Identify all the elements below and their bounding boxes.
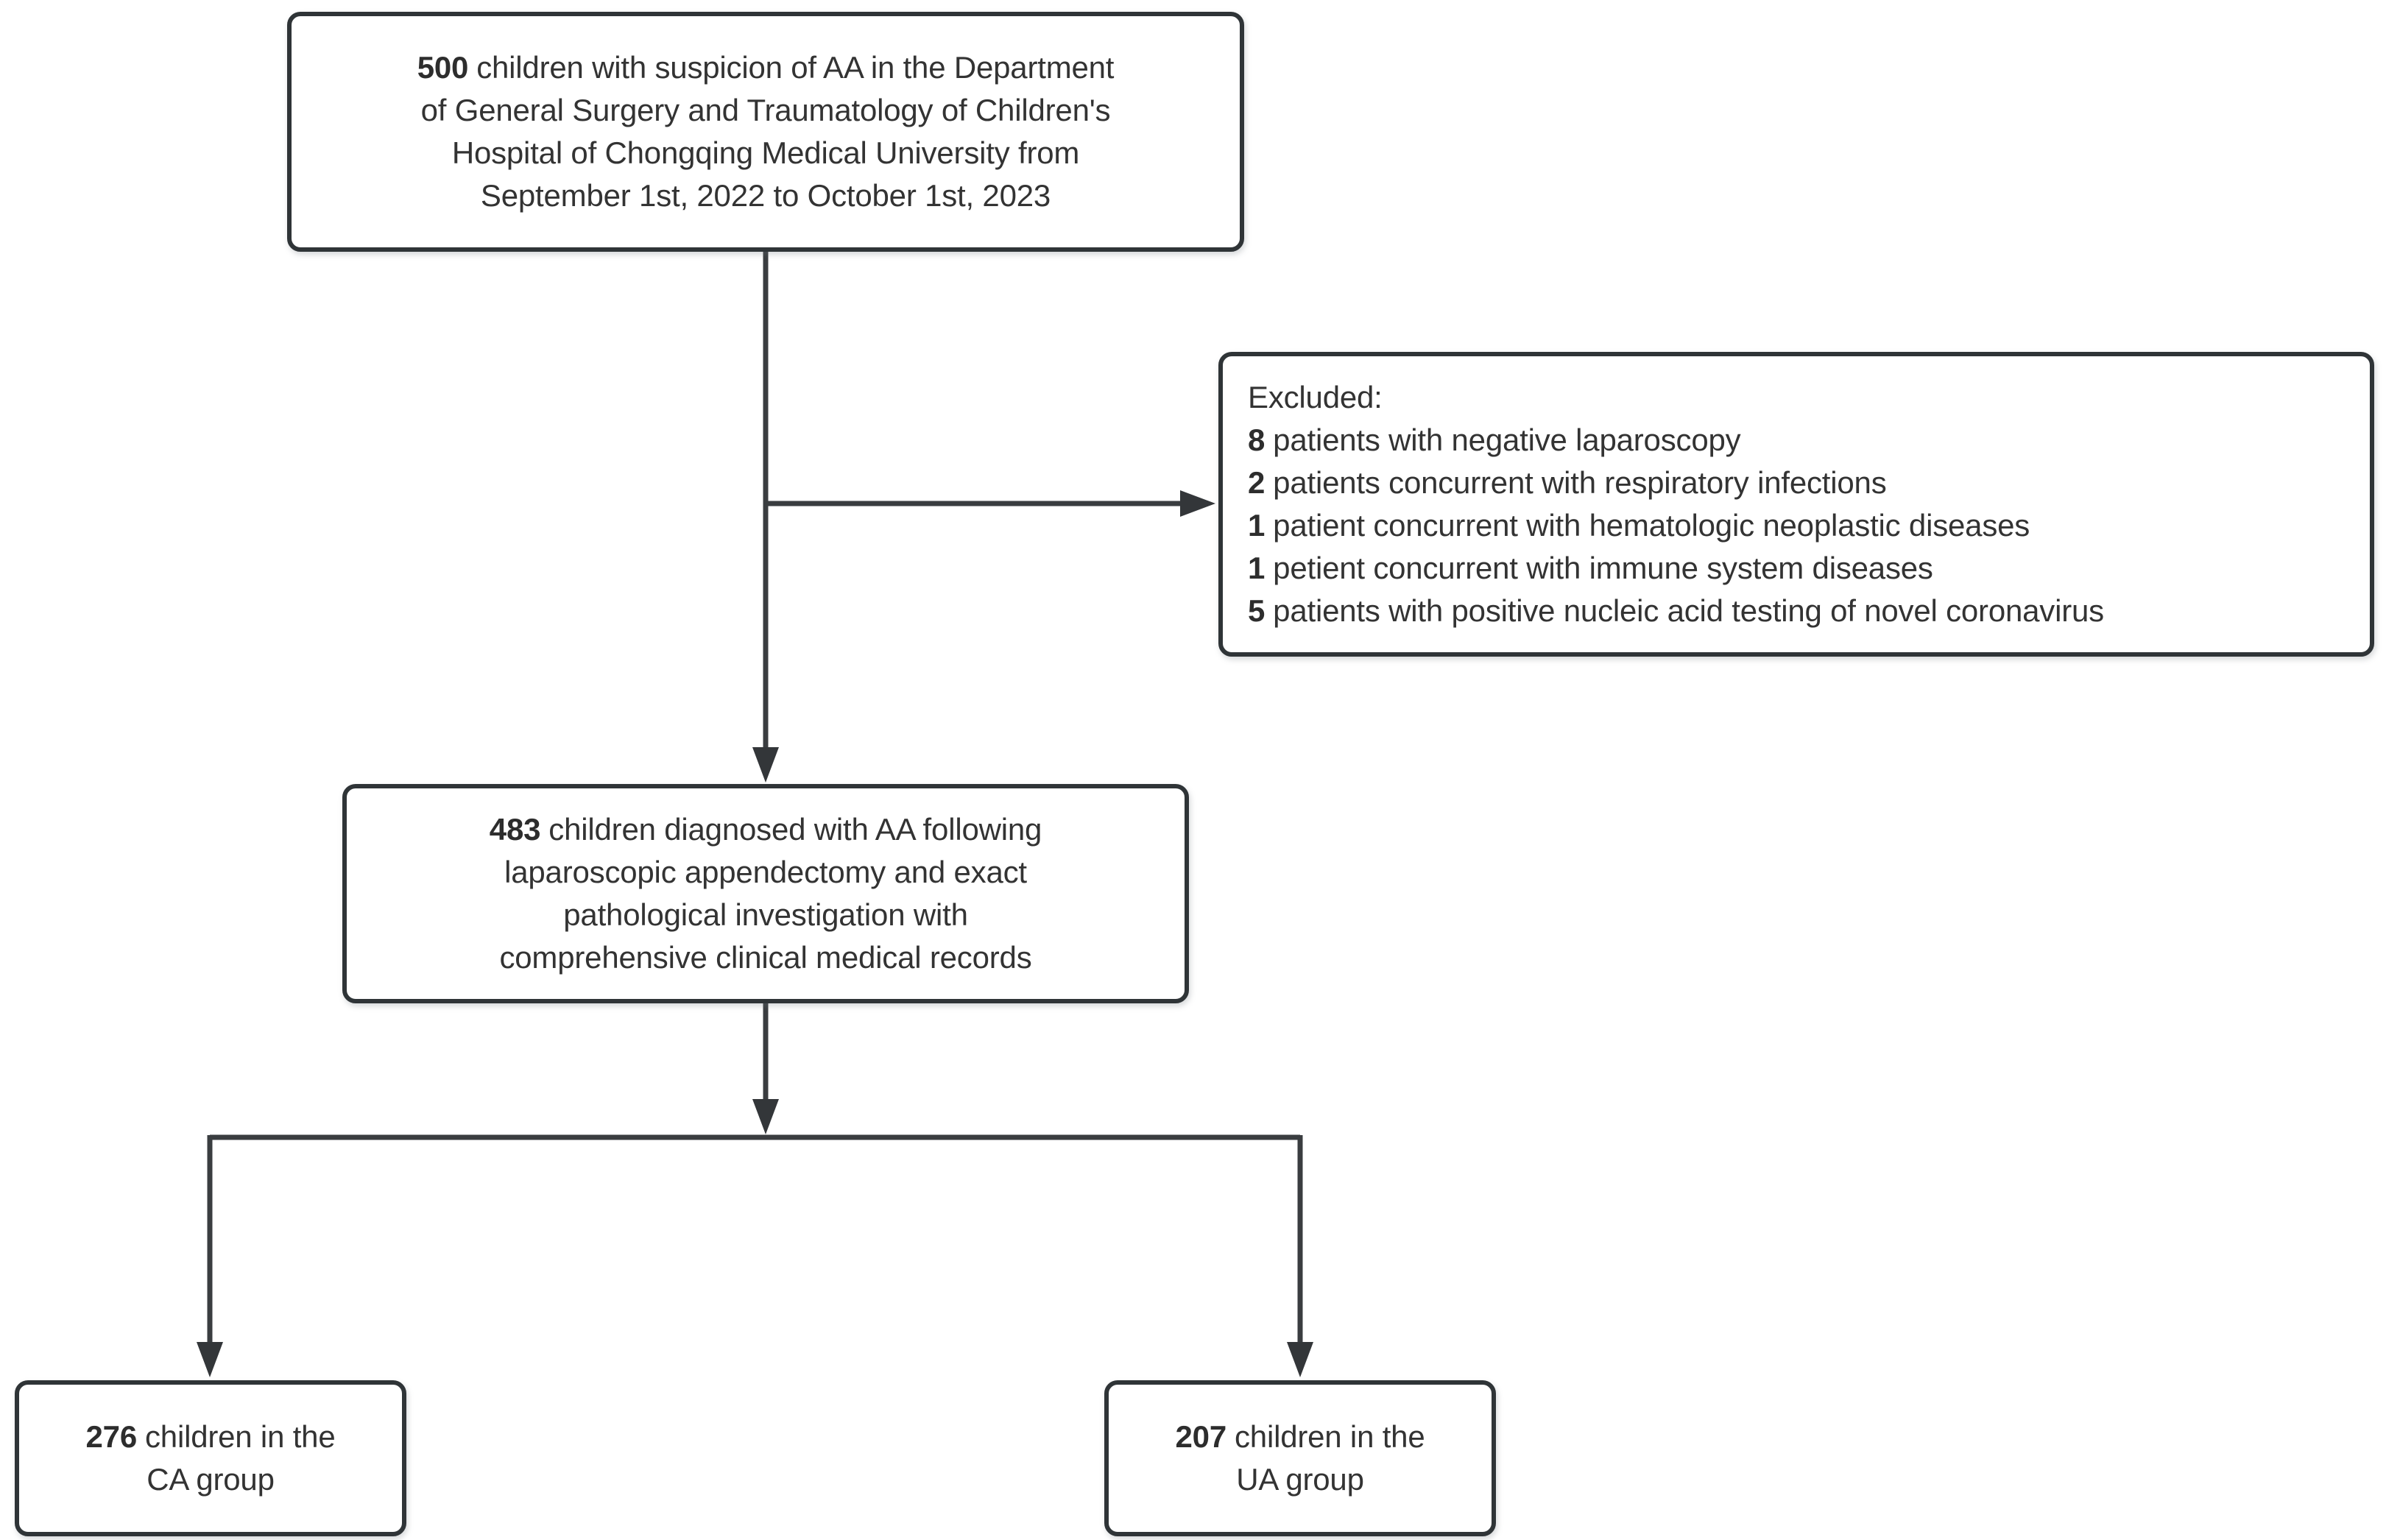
box-text-line: UA group	[1236, 1462, 1364, 1497]
patient-count: 207	[1175, 1419, 1227, 1454]
box-text: children diagnosed with AA following	[548, 812, 1042, 847]
patient-count: 276	[85, 1419, 138, 1454]
box-text: children in the	[144, 1419, 336, 1454]
patient-count: 1	[1248, 508, 1266, 543]
arrowhead-into-excluded-icon	[1180, 490, 1215, 517]
patient-count: 1	[1248, 551, 1266, 585]
box-text-line: comprehensive clinical medical records	[499, 940, 1032, 975]
box-text: children with suspicion of AA in the Dep…	[476, 50, 1115, 85]
arrowhead-into-ca-icon	[197, 1342, 223, 1377]
box-text-line: Hospital of Chongqing Medical University…	[451, 135, 1080, 170]
arrowhead-into-ua-icon	[1287, 1342, 1313, 1377]
patient-count: 8	[1248, 423, 1266, 457]
excluded-item-text: patients with positive nucleic acid test…	[1273, 593, 2104, 628]
box-text: children in the	[1234, 1419, 1425, 1454]
arrowhead-into-split-icon	[752, 1099, 779, 1134]
excluded-item-text: petient concurrent with immune system di…	[1273, 551, 1933, 585]
excluded-title: Excluded:	[1248, 380, 1383, 414]
patient-count: 2	[1248, 465, 1266, 500]
excluded-item-text: patients with negative laparoscopy	[1273, 423, 1741, 457]
patient-count: 500	[417, 50, 469, 85]
arrowhead-into-diagnosed-icon	[752, 747, 779, 783]
patient-count: 483	[489, 812, 541, 847]
box-text-line: CA group	[147, 1462, 275, 1497]
box-text-line: September 1st, 2022 to October 1st, 2023	[480, 178, 1051, 213]
box-text-line: laparoscopic appendectomy and exact	[504, 855, 1027, 889]
excluded-item-text: patients concurrent with respiratory inf…	[1273, 465, 1887, 500]
box-text-line: pathological investigation with	[563, 897, 968, 932]
patient-count: 5	[1248, 593, 1266, 628]
box-text-line: of General Surgery and Traumatology of C…	[420, 93, 1111, 127]
excluded-item-text: patient concurrent with hematologic neop…	[1273, 508, 2030, 543]
